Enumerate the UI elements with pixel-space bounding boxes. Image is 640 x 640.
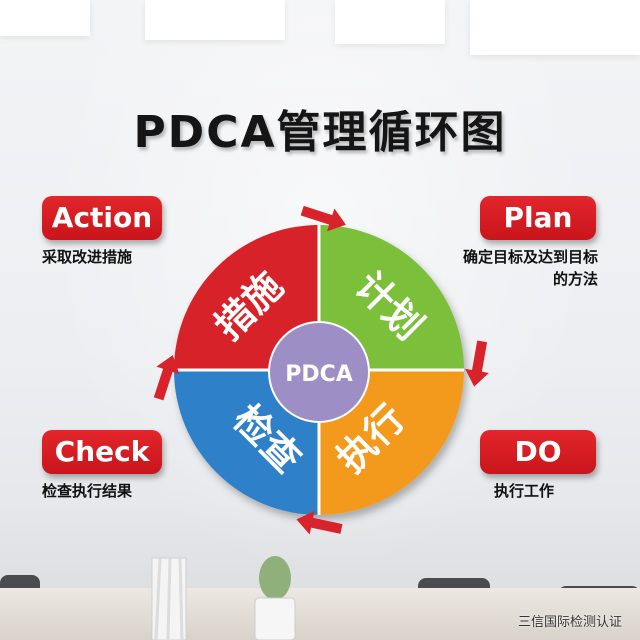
meeting-table	[0, 588, 640, 640]
arrow-top-icon	[300, 205, 346, 232]
plan-description: 确定目标及达到目标 的方法	[420, 246, 598, 290]
check-label-text: Check	[54, 435, 150, 468]
page-title: PDCA管理循环图	[133, 107, 507, 158]
center-label: PDCA	[285, 362, 353, 387]
ceiling-panel	[0, 0, 90, 36]
do-description: 执行工作	[494, 482, 555, 500]
center-circle	[268, 321, 370, 423]
action-description: 采取改进措施	[42, 248, 133, 266]
plant-pot	[254, 597, 296, 640]
action-label: Action	[42, 196, 162, 240]
arrow-right-icon	[465, 340, 489, 387]
plan-label: Plan	[480, 196, 596, 240]
watermark: 三信国际检测认证	[517, 615, 622, 630]
tabletop-decor	[151, 556, 296, 640]
action-label-text: Action	[51, 201, 153, 234]
plan-description-line1: 确定目标及达到目标	[462, 248, 598, 266]
check-description: 检查执行结果	[42, 482, 133, 500]
do-label-text: DO	[514, 435, 562, 468]
plan-description-line2: 的方法	[552, 270, 598, 288]
ceiling-panel	[470, 0, 640, 55]
act-quadrant	[174, 225, 319, 370]
plan-label-text: Plan	[503, 201, 573, 234]
arrow-left-icon	[153, 355, 180, 401]
do-label: DO	[480, 430, 596, 474]
plant-icon	[259, 556, 291, 600]
ceiling-panel	[145, 0, 285, 40]
check-label: Check	[42, 430, 162, 474]
ceiling-panel	[335, 0, 445, 44]
ceiling	[0, 0, 640, 70]
plan-quadrant	[319, 225, 464, 370]
arrow-bottom-icon	[296, 511, 343, 535]
